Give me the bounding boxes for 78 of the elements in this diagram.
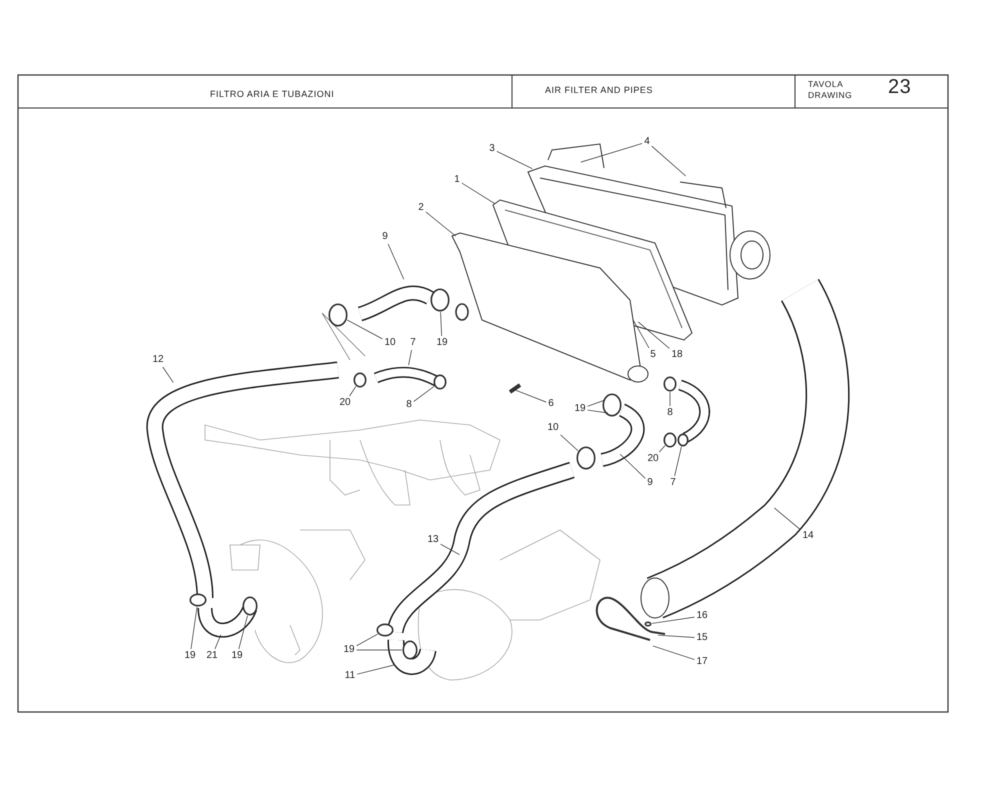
leader-line xyxy=(651,146,686,176)
leader-line xyxy=(349,386,356,396)
leader-line xyxy=(587,410,608,414)
callout-number: 5 xyxy=(649,349,657,361)
leader-line xyxy=(408,350,412,366)
callout-number: 10 xyxy=(546,422,560,434)
callout-number: 17 xyxy=(695,656,709,668)
leader-line xyxy=(633,320,650,348)
leader-line xyxy=(356,664,396,675)
leader-line xyxy=(461,182,495,204)
leader-line xyxy=(674,446,682,476)
leader-line xyxy=(560,434,578,452)
leader-line xyxy=(638,322,670,349)
leader-line xyxy=(388,244,404,280)
leader-line xyxy=(652,616,695,624)
hose-clamp xyxy=(576,446,596,470)
leader-line xyxy=(356,634,378,646)
sheet-label: DRAWING xyxy=(808,90,852,100)
hose-clamp xyxy=(189,593,207,607)
callout-number: 11 xyxy=(344,670,356,682)
callout-number: 1 xyxy=(453,174,461,186)
callout-number: 19 xyxy=(435,337,449,349)
callout-number: 3 xyxy=(488,143,496,155)
leader-line xyxy=(440,312,442,336)
hose-clamp xyxy=(663,432,677,448)
leader-line xyxy=(652,646,695,660)
callout-number: 21 xyxy=(205,650,219,662)
leader-line xyxy=(774,508,801,530)
sheet-label: TAVOLA xyxy=(808,80,844,88)
leader-line xyxy=(440,544,460,555)
callout-number: 20 xyxy=(646,453,660,465)
hose-clamp xyxy=(328,303,348,327)
callout-number: 9 xyxy=(381,231,389,243)
leader-line xyxy=(620,454,646,479)
leader-line xyxy=(587,400,606,407)
leader-line xyxy=(658,634,695,638)
hose-clamp xyxy=(602,393,622,417)
hose-clamp xyxy=(677,433,689,447)
leader-line xyxy=(346,320,383,340)
leader-line xyxy=(425,212,456,236)
callout-number: 7 xyxy=(669,477,677,489)
hose-clamp xyxy=(663,376,677,392)
callout-number: 6 xyxy=(547,398,555,410)
title-italian: FILTRO ARIA E TUBAZIONI xyxy=(210,90,334,99)
callout-number: 7 xyxy=(409,337,417,349)
title-english: AIR FILTER AND PIPES xyxy=(545,86,653,95)
leader-line xyxy=(658,445,666,452)
hose-clamp xyxy=(242,596,258,616)
leader-line xyxy=(162,366,174,383)
callout-number: 19 xyxy=(230,650,244,662)
callout-number: 13 xyxy=(426,534,440,546)
leader-line xyxy=(214,634,222,650)
callout-number: 8 xyxy=(666,407,674,419)
callout-number: 2 xyxy=(417,202,425,214)
hose-clamp xyxy=(376,623,394,637)
leader-line xyxy=(413,386,434,402)
hose-clamp xyxy=(353,372,367,388)
leader-line xyxy=(190,606,198,650)
callout-number: 9 xyxy=(646,477,654,489)
callout-number: 14 xyxy=(801,530,815,542)
callout-number: 10 xyxy=(383,337,397,349)
callout-number: 19 xyxy=(342,644,356,656)
callout-number: 19 xyxy=(183,650,197,662)
callout-number: 8 xyxy=(405,399,413,411)
sheet-number: 23 xyxy=(888,77,912,97)
callout-number: 4 xyxy=(643,136,651,148)
hose-clamp xyxy=(430,288,450,312)
hose-clamp xyxy=(644,621,652,627)
callout-number: 18 xyxy=(670,349,684,361)
callout-number: 20 xyxy=(338,397,352,409)
hose-clamp xyxy=(433,374,447,390)
leader-line xyxy=(580,143,643,162)
callout-number: 16 xyxy=(695,610,709,622)
leader-line xyxy=(238,615,248,650)
leader-line xyxy=(496,150,533,170)
callout-number: 15 xyxy=(695,632,709,644)
callout-number: 12 xyxy=(151,354,165,366)
callout-number: 19 xyxy=(573,403,587,415)
